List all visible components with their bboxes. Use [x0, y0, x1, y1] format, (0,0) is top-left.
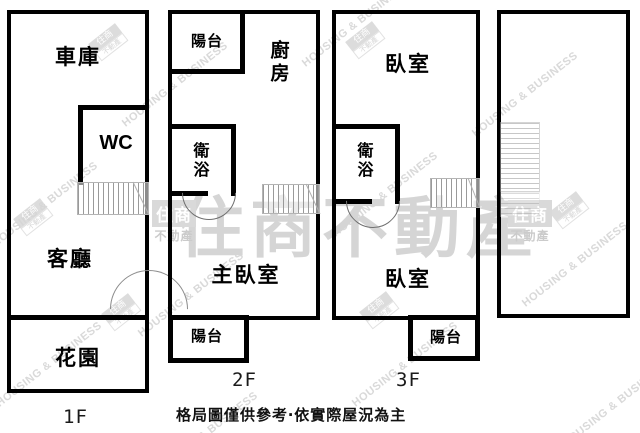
3f-room-label-bedroom-top: 臥室 — [385, 52, 431, 76]
3f-room-label-bedroom-bottom: 臥室 — [385, 267, 431, 291]
2f-room-label-kitchen: 廚房 — [258, 40, 298, 86]
3f-wall-balcony-left — [408, 315, 413, 361]
3f-wall-bath-top — [332, 124, 400, 129]
1f-room-label-garage: 車庫 — [55, 45, 101, 69]
watermark-logo-bottom: 不動產 — [510, 229, 550, 243]
2f-wall-balcony-bottom-bottom — [168, 358, 249, 363]
2f-wall-bath-right — [231, 124, 236, 196]
2f-bath-chars: 衛浴 — [190, 142, 210, 180]
floor-caption-2f: 2F — [232, 369, 257, 391]
3f-wall-balcony-right — [475, 315, 480, 361]
floor-caption-3f: 3F — [396, 369, 421, 391]
1f-staircase-diagonal — [132, 181, 150, 216]
watermark-logo-bottom: 不動產 — [154, 229, 194, 243]
3f-bath-chars: 衛浴 — [354, 142, 374, 180]
3f-wall-balcony-bottom — [408, 356, 480, 361]
3f-outer-wall — [332, 10, 480, 320]
3f-staircase-diagonal — [467, 177, 481, 209]
floor-caption-1f: 1F — [63, 406, 88, 428]
2f-staircase-diagonal — [305, 183, 321, 215]
disclaimer-text: 格局圖僅供參考‧依實際屋況為主 — [176, 406, 407, 424]
2f-wall-balcony-bottom-top — [168, 315, 249, 320]
2f-wall-balcony-bottom-right — [244, 315, 249, 363]
2f-room-label-balcony-bottom: 陽台 — [190, 327, 223, 345]
3f-room-label-bathroom: 衛浴 — [344, 142, 384, 180]
2f-wall-balcony-top-bottom — [168, 69, 245, 74]
2f-room-label-balcony-top: 陽台 — [190, 32, 223, 50]
4f-outer-wall — [497, 10, 630, 318]
2f-wall-bath-top — [168, 124, 236, 129]
2f-wall-bath-bottom — [168, 191, 208, 196]
4f-staircase-lower — [500, 192, 540, 217]
watermark-logo-top: 住商 — [508, 200, 552, 227]
3f-wall-balcony-top — [408, 315, 480, 320]
2f-room-label-bathroom: 衛浴 — [180, 142, 220, 180]
1f-wall-wc-top — [78, 105, 149, 110]
1f-room-label-living: 客廳 — [47, 247, 93, 271]
1f-wall-wc-left — [78, 105, 83, 185]
watermark-logo-top: 住商 — [152, 200, 196, 227]
3f-room-label-balcony: 陽台 — [429, 328, 462, 346]
1f-room-label-wc: WC — [99, 132, 133, 154]
watermark-logo: 住商 不動產 — [508, 200, 552, 244]
2f-wall-balcony-top-right — [240, 10, 245, 74]
1f-staircase — [77, 182, 149, 215]
1f-wall-garden-divider — [7, 315, 149, 320]
3f-wall-bath-right — [395, 124, 400, 204]
3f-staircase — [430, 178, 480, 208]
watermark-diagonal-text: HOUSING & BUSINESS — [560, 359, 640, 433]
4f-staircase — [500, 122, 540, 192]
2f-staircase — [262, 184, 320, 214]
1f-room-label-garden: 花園 — [55, 346, 101, 370]
3f-wall-bath-bottom — [332, 199, 372, 204]
2f-kitchen-char-1: 廚房 — [267, 40, 290, 86]
2f-wall-balcony-bottom-left — [168, 315, 173, 363]
2f-room-label-master: 主臥室 — [211, 263, 281, 287]
watermark-logo: 住商 不動產 — [152, 200, 196, 244]
